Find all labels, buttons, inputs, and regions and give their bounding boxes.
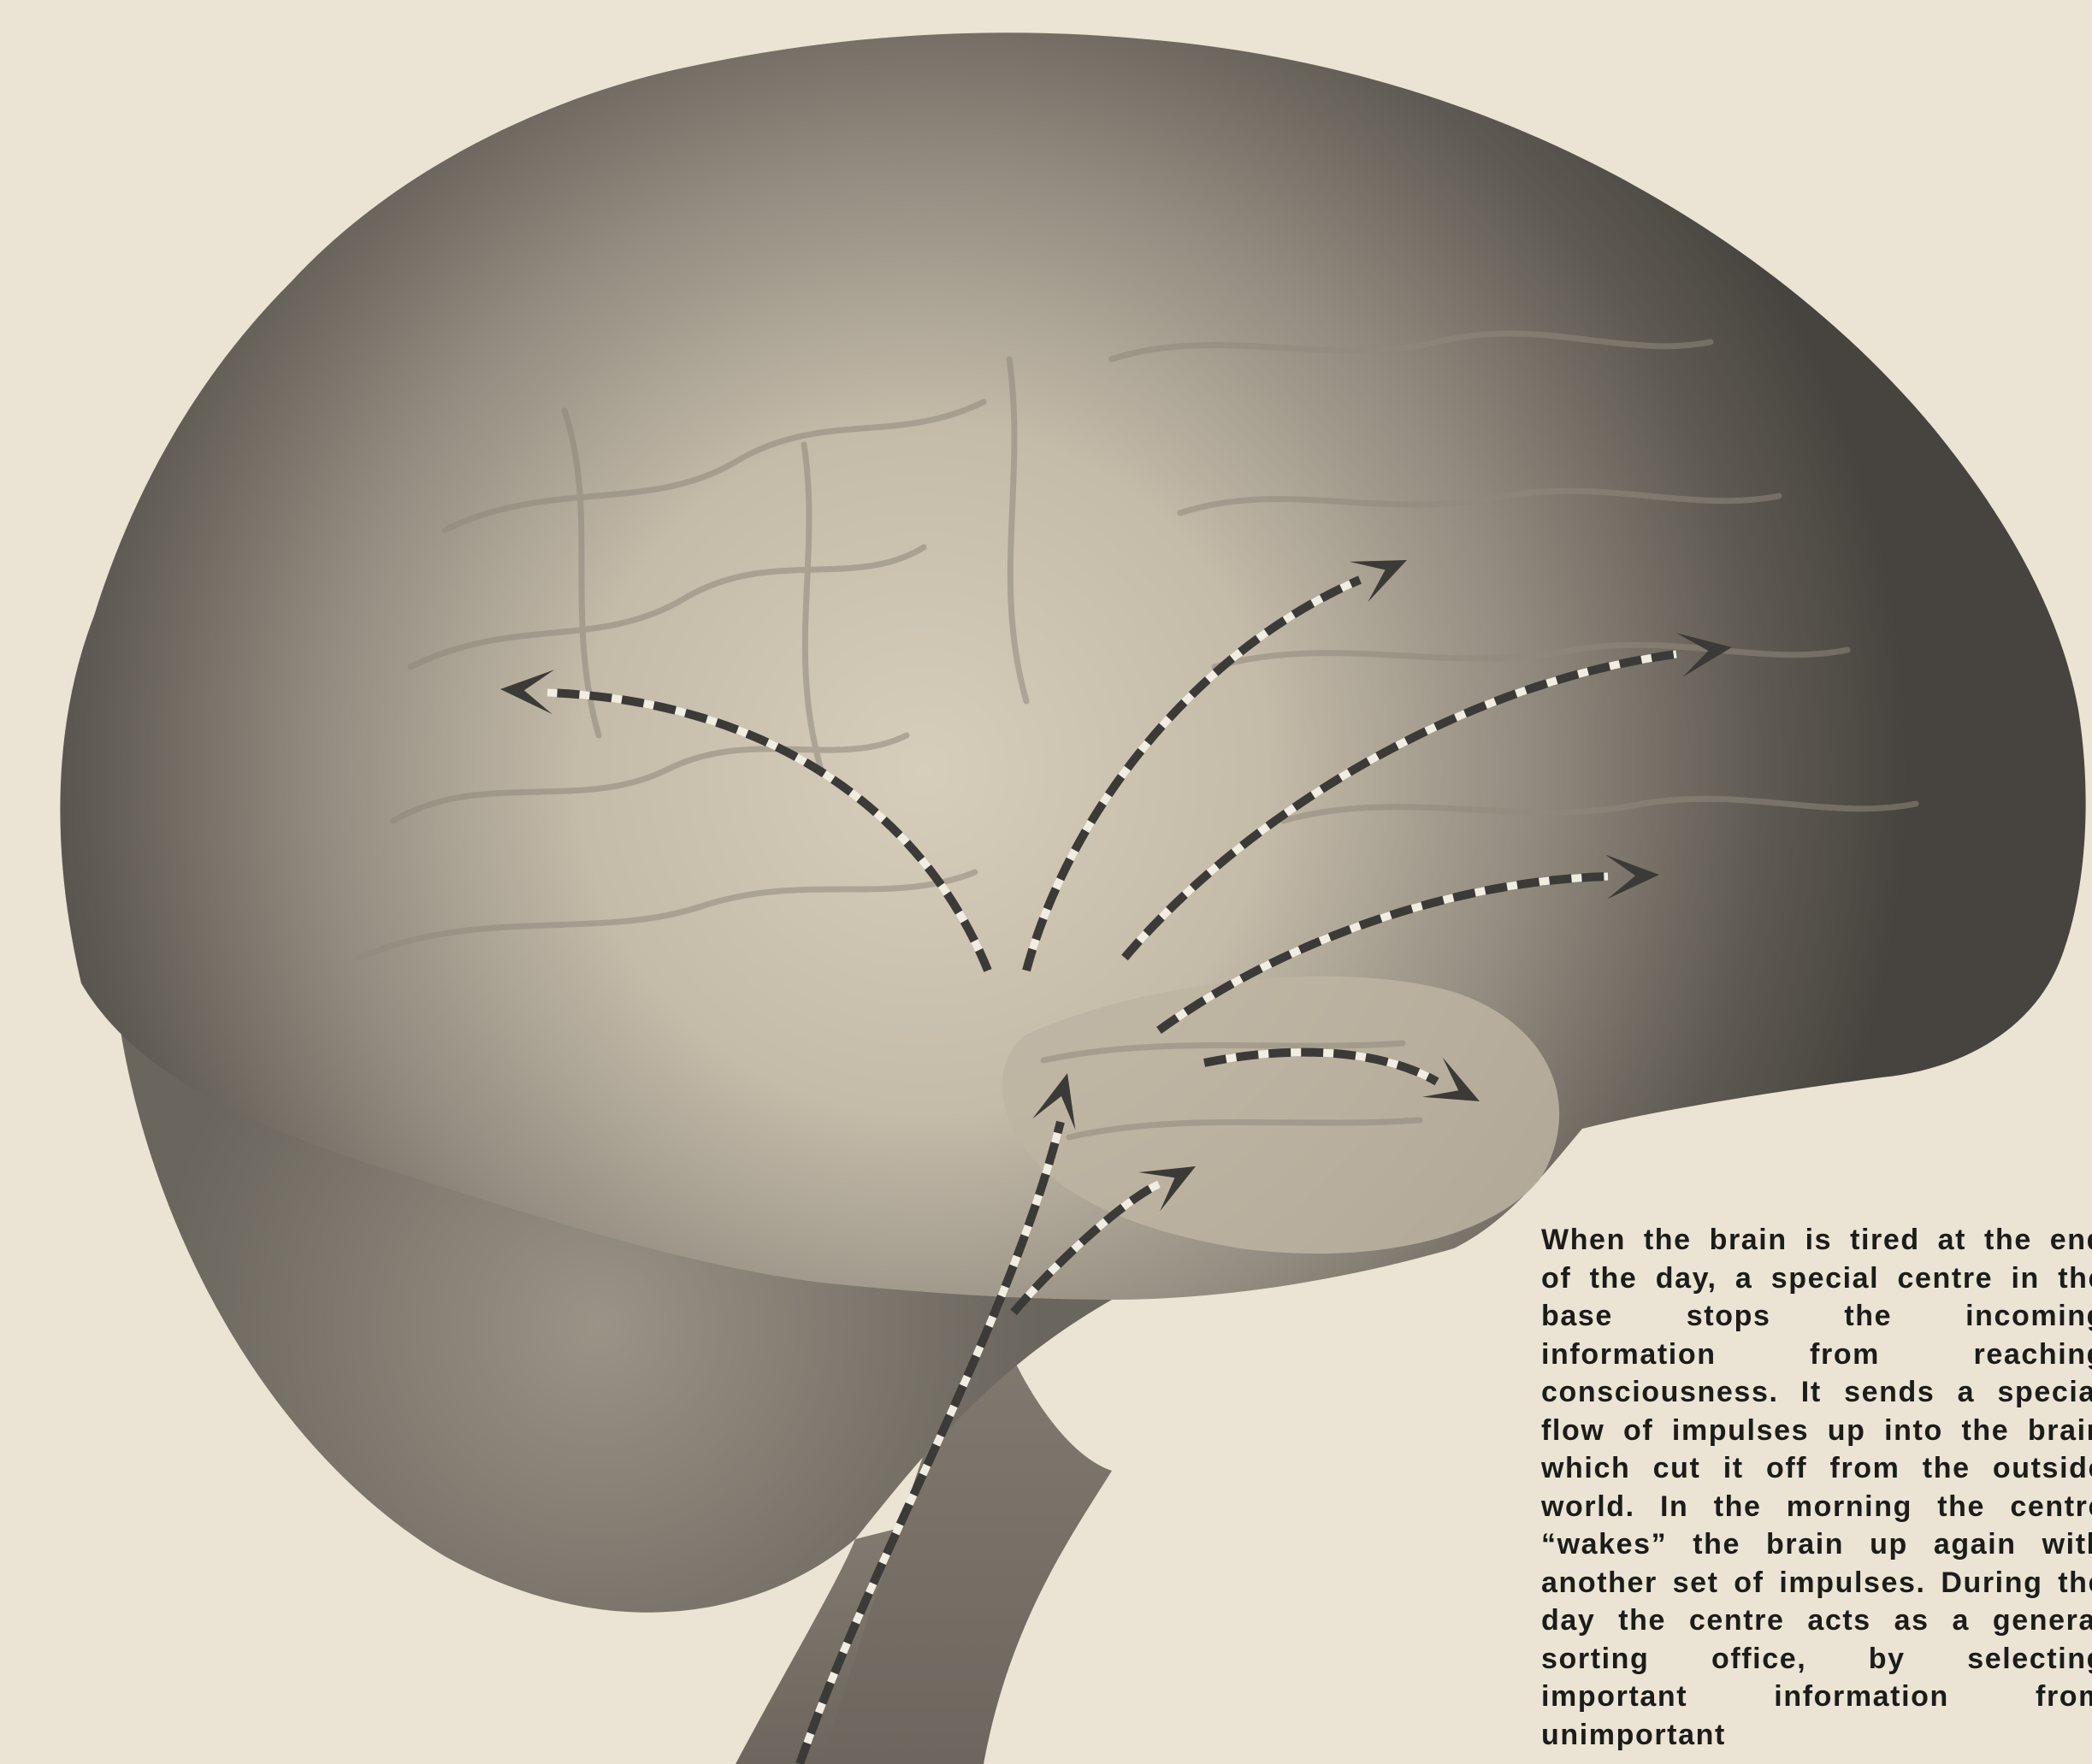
caption-text: When the brain is tired at the end of th… xyxy=(1541,1221,2092,1754)
